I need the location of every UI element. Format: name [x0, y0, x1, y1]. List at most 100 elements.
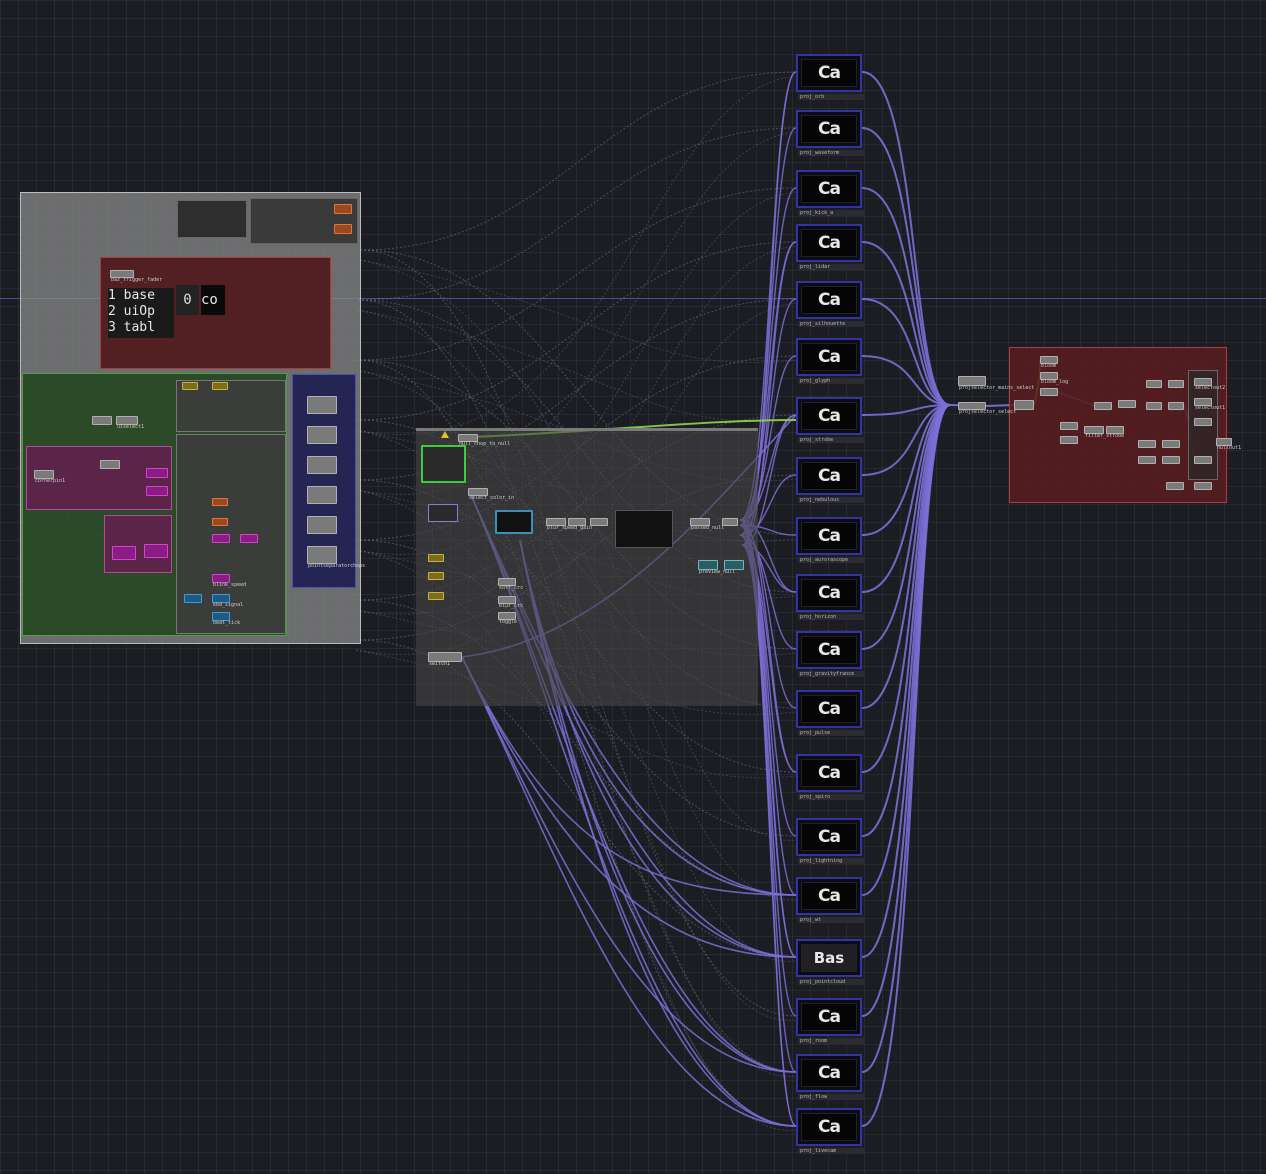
node-olive-a[interactable]	[182, 382, 198, 390]
projector-label: proj_aurorascope	[798, 557, 864, 563]
node-cornerpin[interactable]: cornerpin1	[34, 470, 65, 484]
node-composite-c[interactable]	[1146, 380, 1162, 388]
node-magenta-b[interactable]	[146, 486, 168, 496]
node-passed-null-b[interactable]	[722, 518, 738, 526]
node-out-b[interactable]	[1194, 456, 1212, 464]
node-blue-panel-e[interactable]	[307, 516, 337, 534]
node-selector-main[interactable]: projselector_select	[958, 402, 1016, 415]
node-magenta-g[interactable]: blink_speed	[212, 574, 246, 588]
node-out-c[interactable]	[1166, 482, 1184, 490]
node-select-top[interactable]	[428, 504, 458, 522]
node-blur-b[interactable]	[568, 518, 586, 526]
node-composite-f[interactable]	[1168, 402, 1184, 410]
node-composite-e[interactable]	[1168, 380, 1184, 388]
node-orange-d[interactable]	[334, 224, 352, 234]
node-blue-panel-f[interactable]: pointseparatorchops	[307, 546, 365, 569]
node-out-i[interactable]	[1060, 422, 1078, 430]
node-composite-b[interactable]	[1118, 400, 1136, 408]
node-out-d[interactable]	[1194, 482, 1212, 490]
node-uiselect[interactable]: uiselect1	[116, 416, 144, 430]
node-pause-toggle[interactable]	[100, 460, 120, 469]
node-out-k[interactable]	[1106, 426, 1124, 434]
node-olive-b[interactable]	[212, 382, 228, 390]
node-magenta-a[interactable]	[146, 468, 168, 478]
node-blue-a[interactable]	[184, 594, 202, 603]
node-hub[interactable]	[1014, 400, 1034, 410]
node-switch-group[interactable]	[615, 510, 673, 548]
node-soft-crc[interactable]: soft_crc	[498, 578, 523, 591]
node-blue-panel-a[interactable]	[307, 396, 337, 414]
node-magenta-d[interactable]	[112, 546, 136, 560]
node-nullout1[interactable]: nullout1	[1216, 438, 1241, 451]
node-blur-c[interactable]	[590, 518, 608, 526]
node-silhouette-top[interactable]	[495, 510, 533, 534]
node-olive-mid-b[interactable]	[428, 572, 444, 580]
node-orange-b[interactable]	[212, 518, 228, 526]
node-bloom-c[interactable]	[1040, 388, 1058, 396]
node-bloom-log[interactable]: bloom_log	[1040, 372, 1068, 385]
node-blue-panel-b[interactable]	[307, 426, 337, 444]
projector-preview: Ca	[801, 823, 857, 851]
node-magenta-c[interactable]	[144, 544, 168, 558]
node-blur[interactable]: blur_speed_gain	[546, 518, 592, 531]
node-magenta-f[interactable]	[240, 534, 258, 543]
node-switch[interactable]: switch1	[428, 652, 462, 667]
node-toggle[interactable]: toggle	[498, 612, 517, 625]
node-composite-d[interactable]	[1146, 402, 1162, 410]
node-monitor[interactable]	[421, 445, 466, 483]
node-orange-a[interactable]	[212, 498, 228, 506]
node-out-j[interactable]	[1060, 436, 1078, 444]
node-magenta-e[interactable]	[212, 534, 230, 543]
node-bloom[interactable]: bloom	[1040, 356, 1058, 369]
node-color-in[interactable]: select_color_in	[468, 488, 514, 501]
node-out-f[interactable]	[1138, 456, 1156, 464]
node-out-h[interactable]	[1162, 456, 1180, 464]
node-out-g[interactable]	[1162, 440, 1180, 448]
node-rgb-select[interactable]	[92, 416, 112, 425]
node-orange-c[interactable]	[334, 204, 352, 214]
node-blue-panel-d[interactable]	[307, 486, 337, 504]
node-out-e[interactable]	[1138, 440, 1156, 448]
code-editor[interactable]: 1 base 2 uiOp 3 tabl	[108, 288, 174, 338]
node-out-a[interactable]	[1194, 418, 1212, 426]
node-selectout1[interactable]: selectout1	[1194, 398, 1225, 411]
node-olive-mid-c[interactable]	[428, 592, 444, 600]
node-blue-panel-c[interactable]	[307, 456, 337, 474]
container-small-a[interactable]	[177, 200, 247, 238]
node-passed-null[interactable]: passed_null	[690, 518, 724, 531]
node-preview-null[interactable]: preview_null	[698, 560, 735, 575]
node-blur-crc[interactable]: blur_crc	[498, 596, 523, 609]
node-preview-null-b[interactable]	[724, 560, 744, 570]
node-composite-a[interactable]	[1094, 402, 1112, 410]
node-trigger-fader[interactable]: baz_trigger_fader	[110, 270, 162, 283]
node-label: select_color_in	[469, 495, 515, 501]
node-blue-b[interactable]: kbd_signal	[212, 594, 243, 608]
node-blue-c[interactable]: beat_tick	[212, 612, 240, 626]
node-selector-mains[interactable]: projselector_mains_select	[958, 376, 1034, 391]
node-strobe[interactable]: filter_strobe	[1084, 426, 1124, 439]
node-olive-mid-a[interactable]	[428, 554, 444, 562]
node-label: soft_crc	[499, 585, 524, 591]
node-chop-null[interactable]: null_chop_to_null	[458, 434, 510, 447]
node-selectout2[interactable]: selectout2	[1194, 378, 1225, 391]
